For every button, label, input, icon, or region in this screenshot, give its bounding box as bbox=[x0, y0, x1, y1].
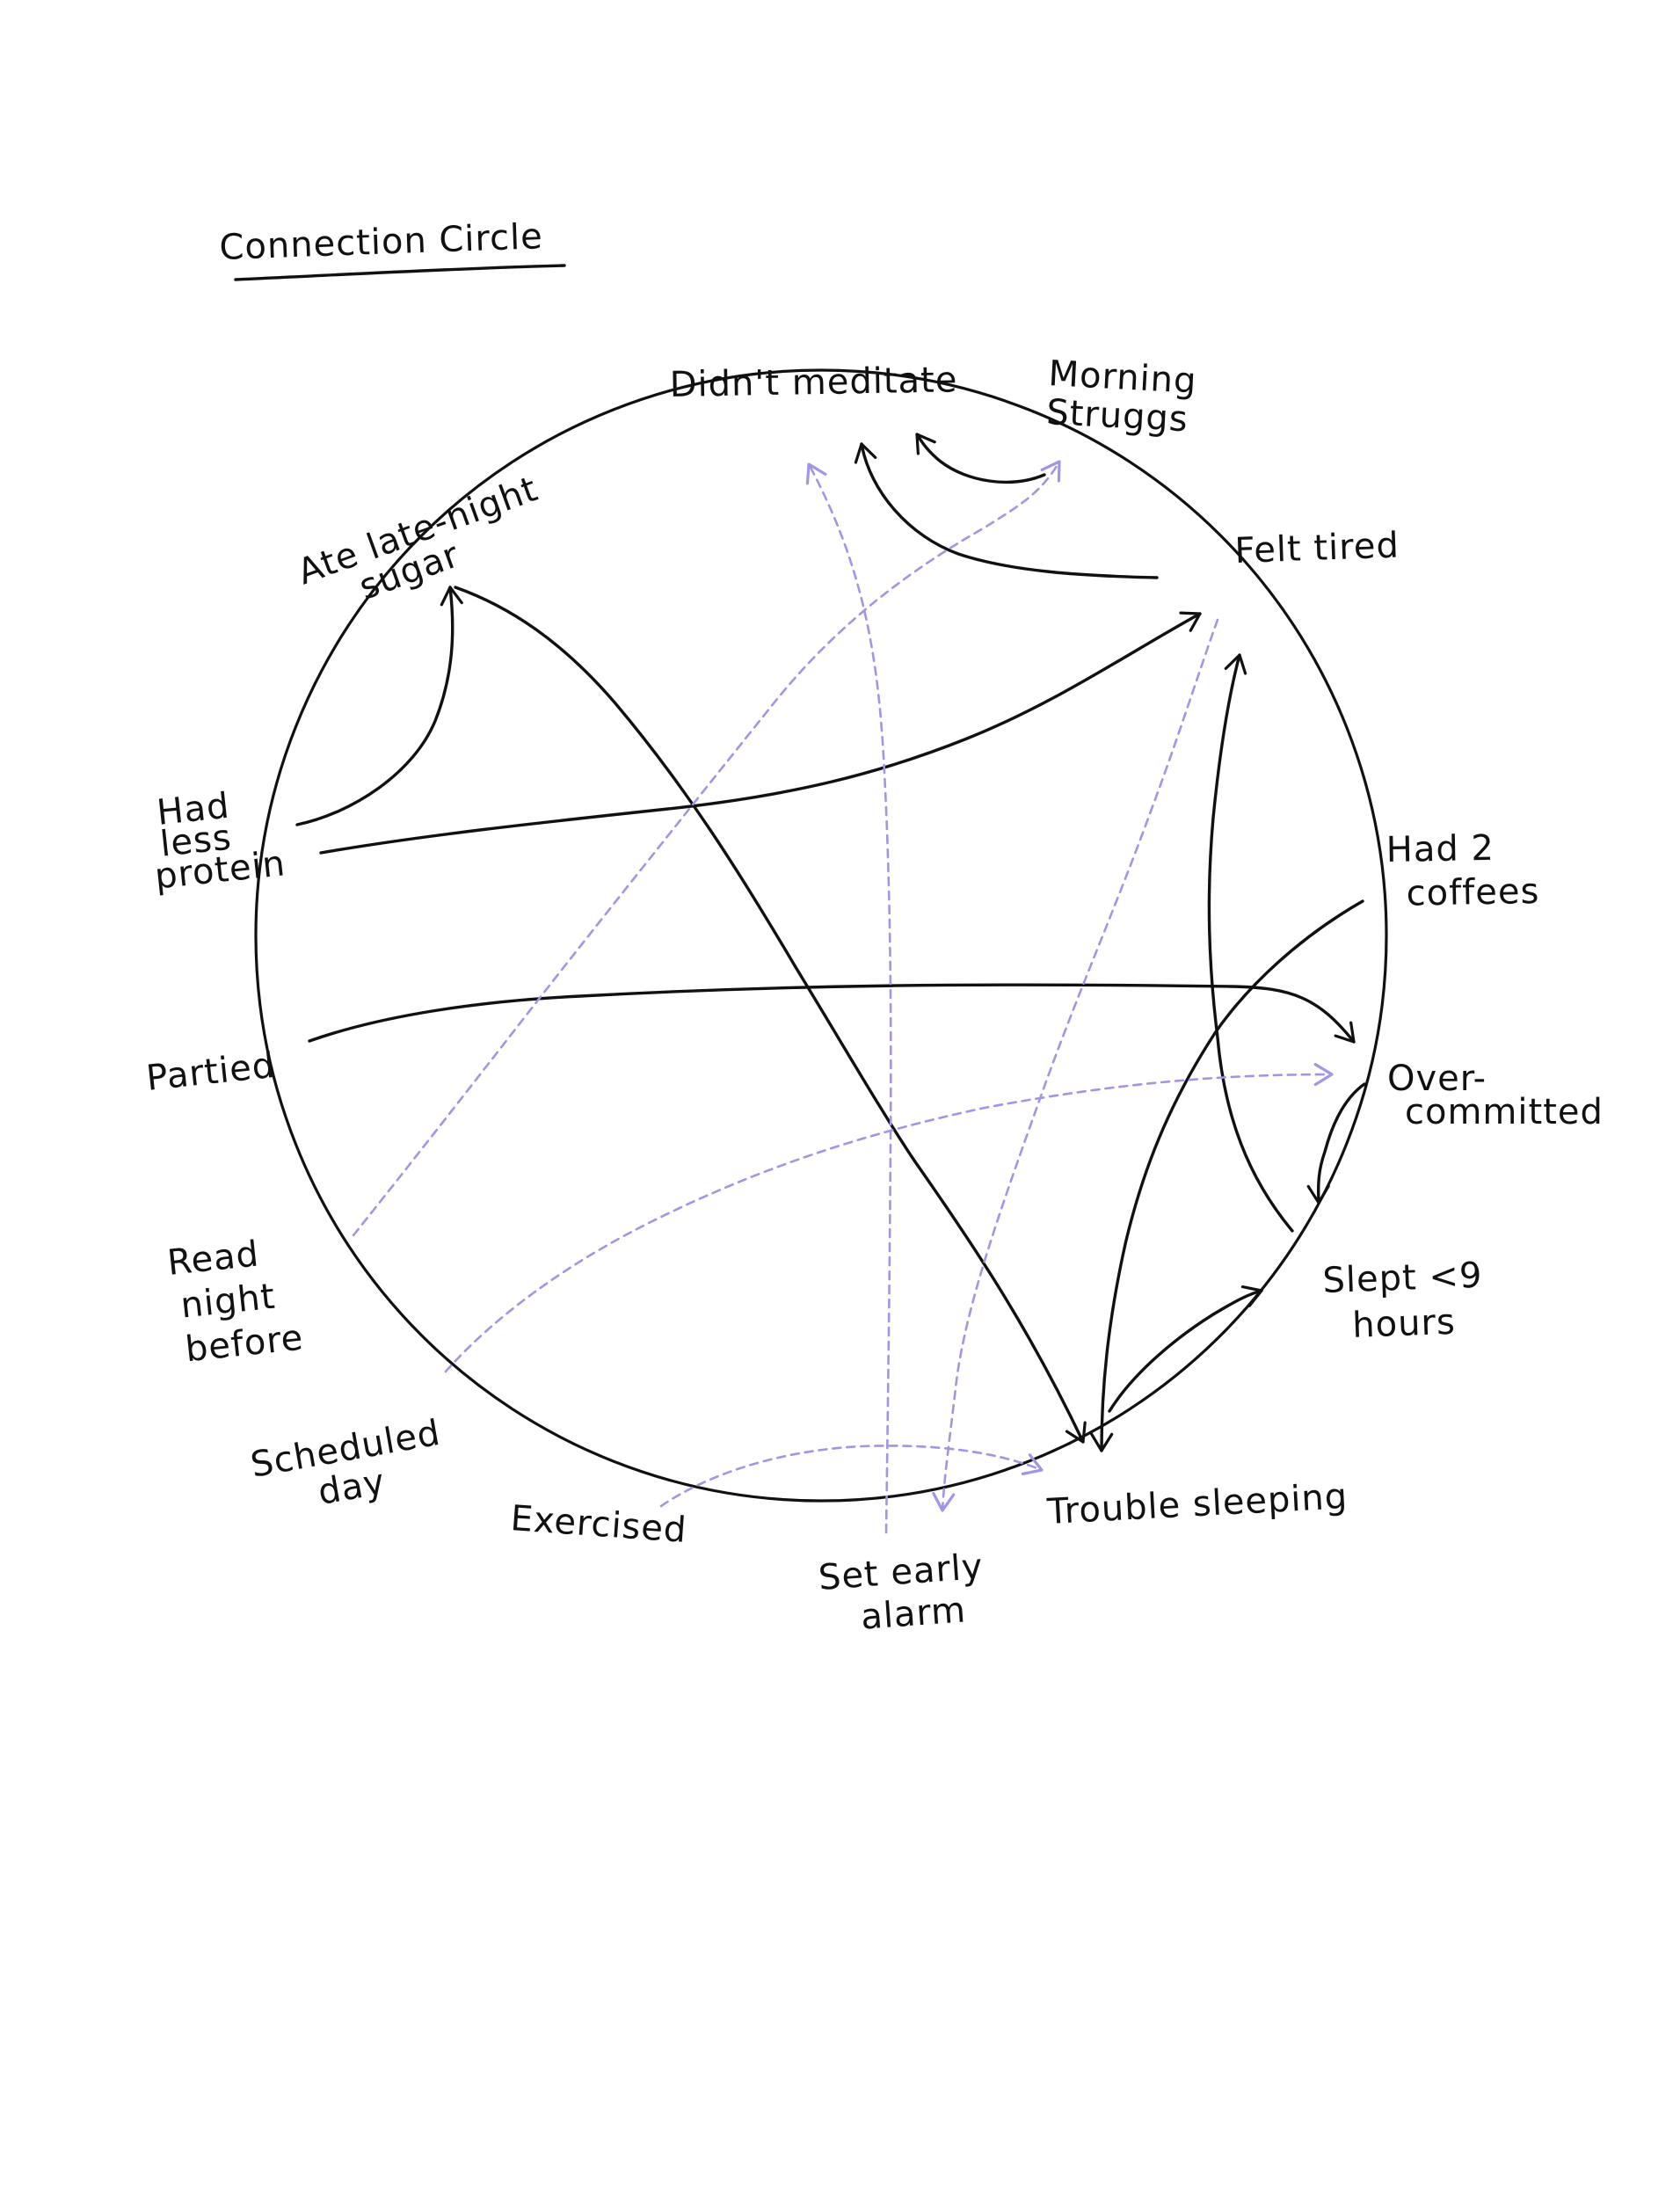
node-label-line: Felt tired bbox=[1234, 525, 1400, 571]
title-underline bbox=[234, 264, 566, 281]
node-label-line: Read bbox=[165, 1234, 261, 1284]
link-arrowhead bbox=[1021, 1453, 1044, 1475]
link-line bbox=[319, 612, 1202, 855]
node-label-line: night bbox=[178, 1277, 277, 1327]
node-label-line: Didn't meditate bbox=[669, 360, 957, 405]
link-morning-struggs-to-didnt-meditate bbox=[915, 433, 1046, 484]
link-read-night-before-to-morning-struggs bbox=[352, 460, 1061, 1237]
link-line bbox=[1316, 1082, 1366, 1205]
node-label-line: Trouble sleeping bbox=[1045, 1476, 1349, 1532]
link-trouble-sleeping-to-slept-lt-9 bbox=[1108, 1285, 1263, 1413]
node-label-line: before bbox=[184, 1318, 306, 1371]
node-label-line: alarm bbox=[860, 1590, 968, 1637]
link-line bbox=[915, 433, 1046, 484]
node-label-trouble-sleeping: Trouble sleeping bbox=[1045, 1476, 1349, 1532]
node-label-line: Had 2 bbox=[1385, 828, 1495, 870]
title: Connection Circle bbox=[219, 216, 566, 281]
link-line bbox=[352, 460, 1061, 1237]
link-had-less-protein-to-felt-tired bbox=[319, 611, 1202, 855]
node-label-line: committed bbox=[1405, 1092, 1604, 1132]
link-overcommitted-to-slept-lt-9 bbox=[1306, 1082, 1366, 1205]
link-arrowhead bbox=[440, 586, 463, 607]
link-arrowhead bbox=[1179, 611, 1202, 632]
node-label-line: Slept <9 bbox=[1322, 1255, 1483, 1301]
node-label-line: Had bbox=[155, 786, 231, 833]
link-ate-late-night-sugar-to-trouble-sleeping bbox=[454, 586, 1087, 1444]
node-label-partied: Partied bbox=[144, 1045, 277, 1099]
link-line bbox=[1108, 1289, 1263, 1413]
link-had-less-protein-to-ate-late-night-sugar bbox=[295, 586, 463, 826]
node-label-line: coffees bbox=[1406, 871, 1539, 914]
node-label-line: hours bbox=[1352, 1302, 1457, 1346]
link-line bbox=[941, 618, 1219, 1512]
link-line bbox=[860, 442, 1159, 579]
link-arrowhead bbox=[1090, 1432, 1114, 1452]
link-partied-to-overcommitted bbox=[308, 983, 1356, 1044]
link-felt-tired-to-trouble-sleeping bbox=[932, 618, 1219, 1512]
link-slept-lt-9-to-felt-tired bbox=[1207, 653, 1294, 1233]
node-label-line: less bbox=[158, 817, 234, 864]
link-arrowhead bbox=[932, 1491, 956, 1512]
link-line bbox=[1100, 899, 1364, 1452]
link-scheduled-day-to-overcommitted bbox=[444, 1062, 1334, 1373]
link-arrowhead bbox=[1306, 1184, 1330, 1205]
node-label-line: Struggs bbox=[1045, 392, 1189, 440]
link-line bbox=[295, 586, 455, 826]
link-had-2-coffees-to-trouble-sleeping bbox=[1090, 899, 1364, 1452]
link-arrowhead bbox=[1313, 1062, 1334, 1087]
link-line bbox=[308, 983, 1356, 1044]
link-arrowhead bbox=[915, 433, 936, 455]
link-arrowhead bbox=[1065, 1421, 1087, 1444]
link-line bbox=[807, 462, 892, 1534]
link-line bbox=[1207, 653, 1294, 1233]
node-label-felt-tired: Felt tired bbox=[1234, 525, 1400, 571]
link-arrowhead bbox=[1040, 460, 1061, 483]
link-arrowhead bbox=[1240, 1285, 1263, 1307]
connection-circle-ring bbox=[254, 368, 1388, 1503]
node-label-didnt-meditate: Didn't meditate bbox=[669, 360, 957, 405]
link-line bbox=[659, 1445, 1044, 1508]
link-arrowhead bbox=[805, 462, 827, 485]
links-layer bbox=[295, 433, 1366, 1534]
title-text: Connection Circle bbox=[219, 216, 544, 268]
link-exercised-to-trouble-sleeping bbox=[659, 1445, 1044, 1508]
link-arrowhead bbox=[854, 442, 877, 464]
link-line bbox=[454, 586, 1085, 1444]
link-felt-tired-to-didnt-meditate bbox=[854, 442, 1159, 579]
link-line bbox=[444, 1073, 1334, 1373]
link-set-early-alarm-to-didnt-meditate bbox=[805, 462, 892, 1534]
node-label-overcommitted: Over-committed bbox=[1387, 1059, 1604, 1132]
node-label-line: Morning bbox=[1047, 353, 1197, 402]
link-arrowhead bbox=[1334, 1021, 1356, 1044]
node-label-line: Over- bbox=[1387, 1059, 1487, 1099]
link-arrowhead bbox=[1224, 653, 1247, 675]
node-label-line: Partied bbox=[144, 1045, 277, 1099]
